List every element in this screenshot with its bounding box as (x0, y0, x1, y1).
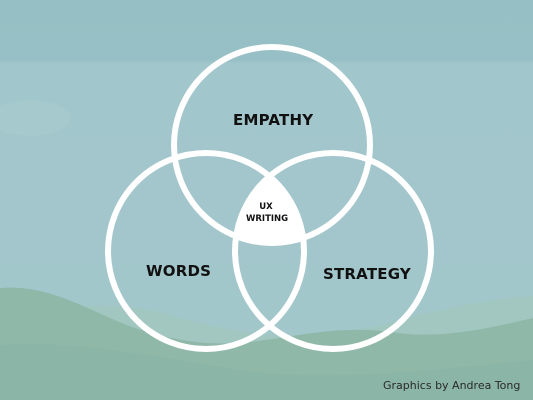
center-label-line2: WRITING (246, 214, 289, 224)
center-label-line1: UX (259, 202, 273, 212)
credit-text: Graphics by Andrea Tong (383, 379, 521, 392)
center-label: UX WRITING (246, 201, 289, 225)
strategy-circle (232, 150, 434, 352)
words-label: WORDS (146, 262, 212, 280)
strategy-label: STRATEGY (323, 265, 411, 283)
center-intersection-fill (235, 153, 304, 243)
hill-front (0, 344, 533, 400)
empathy-label: EMPATHY (233, 111, 314, 129)
empathy-circle (171, 44, 373, 246)
words-circle (105, 150, 307, 352)
cloud-shape (0, 100, 70, 136)
